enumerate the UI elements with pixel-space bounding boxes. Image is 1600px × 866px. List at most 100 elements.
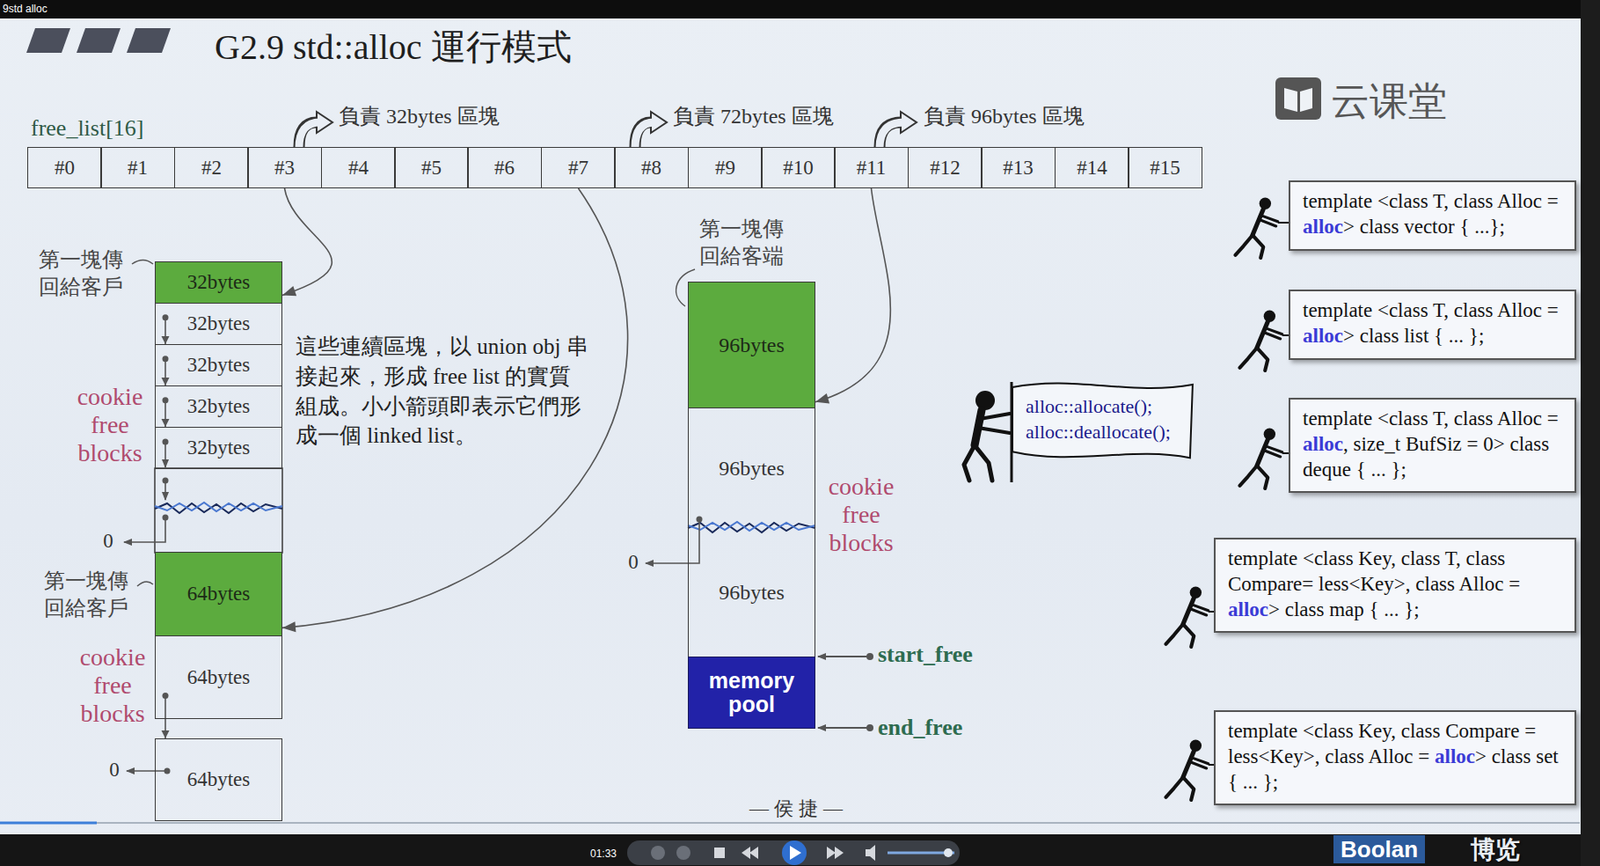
connector: [282, 188, 332, 296]
stop-button: [714, 847, 725, 858]
logo-text: 云课堂: [1330, 75, 1447, 128]
title-stripe: [76, 28, 121, 53]
note-text: 第一塊傳回給客戶: [38, 246, 127, 301]
connector-line: [282, 188, 629, 628]
break-wave: [154, 502, 283, 512]
forward-button: [826, 846, 844, 859]
title-stripe: [26, 28, 71, 53]
connector-line: [282, 188, 332, 295]
code-box: template <class T, class Alloc = alloc> …: [1288, 180, 1577, 251]
keyword-highlight: alloc: [1302, 324, 1344, 347]
allocated-block: 32bytes: [154, 261, 283, 304]
stick-figure: [1239, 428, 1282, 489]
connector: [161, 355, 170, 386]
api-call: alloc::deallocate();: [1025, 419, 1171, 446]
block-size: 32bytes: [187, 436, 251, 460]
callout-text: 負責 32bytes 區塊: [338, 102, 500, 131]
flag-bearer-legs: [964, 445, 993, 481]
screen-edge: [1580, 0, 1600, 866]
null-marker: 0: [109, 758, 120, 782]
pointer-dot: [162, 314, 169, 321]
callout-text: 負責 72bytes 區塊: [672, 102, 834, 131]
connector-head: [161, 336, 170, 344]
connector-head: [161, 377, 170, 386]
null-pointer: [126, 769, 168, 772]
code-text: template <class T, class Alloc = alloc> …: [1302, 189, 1564, 241]
code-text: template <class T, class Alloc = alloc> …: [1302, 298, 1564, 350]
null-pointer: [124, 517, 166, 542]
connector: [161, 692, 170, 738]
block-size: 32bytes: [187, 353, 251, 377]
api-flag: alloc::allocate();alloc::deallocate();: [1011, 379, 1194, 461]
pool-pointer: [818, 655, 870, 658]
cell-index: #13: [1002, 156, 1034, 180]
note-text: 第一塊傳回給客端: [699, 215, 788, 271]
volume-icon: [865, 844, 876, 861]
block-size: 32bytes: [187, 312, 251, 336]
cell-index: #15: [1149, 156, 1181, 180]
array-cell: #15: [1127, 146, 1203, 189]
pointer-name: start_free: [877, 641, 973, 668]
break-wave: [687, 521, 816, 531]
cell-index: #8: [641, 156, 662, 180]
cell-index: #4: [348, 156, 369, 180]
pointer-dot: [162, 355, 169, 362]
progress-fill: [0, 821, 97, 825]
array-cell: #1: [100, 146, 176, 189]
cell-index: #6: [494, 156, 515, 180]
pointer-name: end_free: [877, 714, 963, 741]
block-size: 64bytes: [187, 582, 251, 606]
array-cell: #10: [760, 146, 836, 189]
free-block: 96bytes: [687, 407, 816, 528]
leader-hook: [131, 260, 154, 265]
array-cell: #8: [613, 146, 689, 189]
cookie-label: cookie free blocks: [77, 382, 144, 468]
watermark: 博览: [1470, 832, 1520, 866]
stick-figure: [1165, 739, 1208, 800]
rope: [1282, 334, 1289, 337]
null-pointer: [645, 518, 700, 563]
play-icon: [789, 845, 802, 860]
cookie-label: cookie free blocks: [828, 472, 895, 558]
window-bar: [0, 0, 1600, 19]
keyword-highlight: alloc: [1227, 598, 1269, 621]
player-button: [650, 845, 665, 860]
cell-index: #5: [421, 156, 442, 180]
rope: [1278, 221, 1289, 224]
callout-arrow: [299, 122, 321, 148]
break-wave: [154, 503, 283, 513]
connector-head: [161, 418, 170, 427]
connector-head: [282, 621, 296, 632]
play-button: [781, 840, 807, 865]
array-cell: #4: [321, 146, 396, 189]
array-cell: #2: [174, 146, 249, 189]
cell-index: #2: [201, 156, 222, 180]
leader-hook: [137, 581, 154, 586]
connector-head: [161, 730, 170, 738]
rope: [1282, 452, 1289, 454]
code-text: template <class T, class Alloc = alloc, …: [1302, 406, 1564, 483]
keyword-highlight: alloc: [1302, 215, 1344, 238]
logo-icon: [1275, 77, 1322, 120]
block-size: 64bytes: [187, 767, 251, 791]
pointer-dot: [162, 692, 169, 699]
pool-label: memory pool: [708, 668, 795, 717]
cell-index: #7: [568, 156, 589, 180]
cookie-label: cookie free blocks: [80, 642, 147, 729]
block-size: 64bytes: [187, 665, 251, 689]
code-box: template <class T, class Alloc = alloc> …: [1288, 289, 1577, 360]
connector-line: [815, 188, 891, 402]
allocated-block: 96bytes: [687, 281, 816, 409]
flag-bearer-arms: [978, 413, 1010, 433]
free-block: 64bytes: [154, 635, 283, 719]
code-text: template <class Key, class T, class Comp…: [1227, 546, 1564, 622]
stick-figure: [1165, 586, 1208, 647]
cell-index: #10: [782, 156, 814, 180]
block-size: 96bytes: [718, 456, 785, 481]
cell-index: #9: [715, 156, 736, 180]
array-name: free_list[16]: [30, 115, 145, 142]
list-pointer: [164, 480, 167, 500]
callout-arrow: [879, 122, 905, 148]
